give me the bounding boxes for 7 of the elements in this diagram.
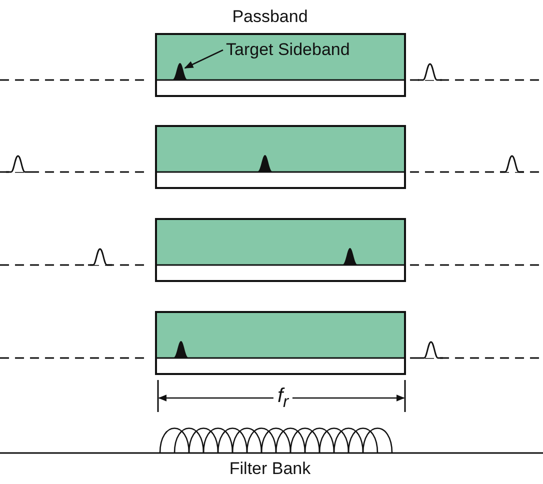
caption-label: Passband — [232, 7, 308, 27]
leader-arrow — [184, 49, 224, 69]
caption-label: Filter Bank — [229, 459, 311, 479]
filled-spike — [173, 341, 189, 358]
filled-spike — [172, 63, 188, 80]
filled-spike — [257, 155, 273, 172]
filled-spike — [342, 248, 358, 265]
